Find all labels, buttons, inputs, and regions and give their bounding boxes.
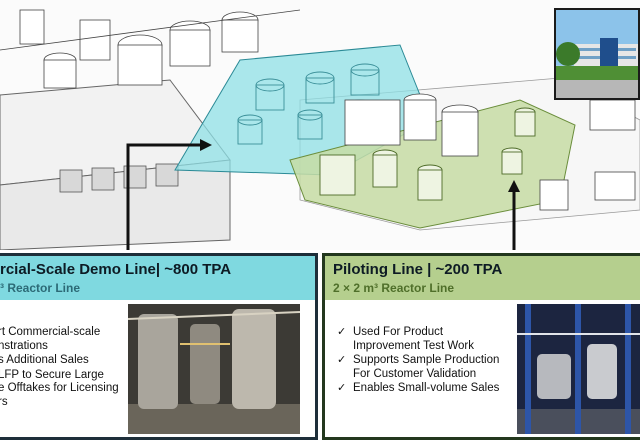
pilot-line-photo	[517, 304, 640, 434]
check-icon: ✓	[337, 354, 347, 366]
demo-line-photo	[128, 304, 300, 434]
pilot-line-panel: Piloting Line | ~200 TPA 2 × 2 m³ Reacto…	[322, 253, 640, 440]
arrow-up-icon	[508, 180, 520, 250]
pilot-line-subtitle: 2 × 2 m³ Reactor Line	[333, 281, 455, 295]
arrow-up-icon	[126, 139, 212, 250]
facility-photo	[554, 8, 640, 100]
plant-layout-illustration	[0, 9, 640, 250]
demo-line-subtitle: ³ Reactor Line	[0, 281, 81, 295]
demo-line-title: rcial-Scale Demo Line| ~800 TPA	[0, 261, 232, 278]
list-item: ✓Enables Small-volume Sales	[337, 382, 500, 394]
check-icon: ✓	[337, 382, 347, 394]
pilot-line-title: Piloting Line | ~200 TPA	[333, 261, 503, 278]
demo-line-panel: rcial-Scale Demo Line| ~800 TPA ³ Reacto…	[0, 253, 318, 440]
list-item: ✓s Additional Sales	[0, 354, 89, 366]
existing-equipment	[0, 9, 301, 89]
check-icon: ✓	[337, 326, 347, 338]
